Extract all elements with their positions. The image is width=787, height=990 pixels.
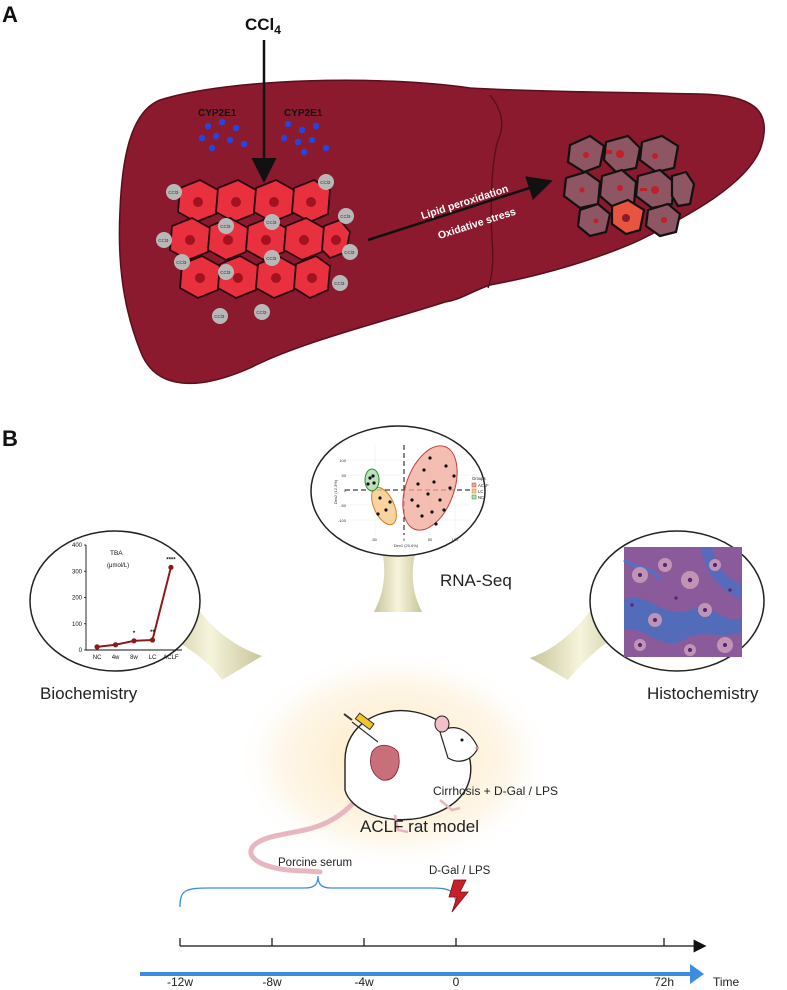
svg-text:CCl3·: CCl3· (256, 310, 268, 315)
rna-seq-label: RNA-Seq (440, 571, 512, 590)
svg-text:CCl3·: CCl3· (214, 314, 226, 319)
svg-text:CCl3·: CCl3· (220, 270, 232, 275)
ccl4-label: CCl4 (245, 15, 281, 37)
tick-minus-4w: -4w (354, 975, 374, 989)
pca-ylabel: Dim2 (12.3%) (333, 479, 338, 504)
svg-text:CCl3·: CCl3· (266, 256, 278, 261)
pca-xtick-3: 50 (428, 537, 433, 542)
pca-points (366, 456, 456, 526)
svg-text:CCl3·: CCl3· (158, 238, 170, 243)
pca-legend: Groups ACLF LC NC (471, 476, 489, 500)
tba-ytick-label: 400 (72, 543, 83, 549)
tba-point (149, 637, 156, 643)
svg-text:CCl3·: CCl3· (168, 190, 180, 195)
tba-xticks: NC 4w 8w LC ACLF (93, 655, 179, 661)
svg-text:CCl3·: CCl3· (176, 260, 188, 265)
tba-point (168, 564, 174, 570)
time-bar (140, 964, 704, 984)
dgal-lps-label: D-Gal / LPS (429, 865, 491, 877)
tba-unit: (μmol/L) (107, 563, 129, 569)
pca-legend-aclf: ACLF (478, 483, 489, 488)
treatment-label: Cirrhosis + D-Gal / LPS (433, 784, 558, 798)
svg-text:CCl3·: CCl3· (344, 250, 356, 255)
tba-xtick-label: LC (149, 655, 157, 661)
pca-legend-lc: LC (478, 489, 483, 494)
tba-point (112, 642, 119, 648)
pca-xtick-2: 0 (403, 537, 406, 542)
svg-text:CCl3·: CCl3· (266, 220, 278, 225)
time-axis-label: Time (713, 975, 740, 989)
timeline: Porcine serum D-Gal / LPS -12w -8w -4w 0… (140, 857, 740, 989)
tick-minus-8w: -8w (262, 975, 282, 989)
hepatocyte-cluster (169, 178, 351, 300)
svg-text:CCl3·: CCl3· (340, 214, 352, 219)
pca-ytick-5: -100 (338, 518, 347, 523)
pca-legend-title: Groups (472, 476, 486, 481)
panel-b-label: B (2, 426, 18, 451)
tba-xtick-label: 4w (112, 655, 120, 661)
pca-ytick-3: 0 (344, 488, 347, 493)
pca-ytick-4: -50 (340, 503, 347, 508)
porcine-serum-brace (179, 875, 457, 908)
tba-point (131, 638, 137, 644)
biochemistry-label: Biochemistry (40, 684, 138, 703)
pca-xlabel: Dim1 (20.6%) (394, 543, 419, 548)
cyp2e1-left-label: CYP2E1 (198, 108, 237, 119)
damaged-hepatocyte-cluster (562, 134, 696, 238)
pca-legend-nc: NC (478, 495, 484, 500)
svg-text:CCl3·: CCl3· (320, 180, 332, 185)
tba-significance: ** (150, 630, 155, 636)
histochemistry-label: Histochemistry (647, 684, 759, 703)
tba-ytick-label: 0 (79, 648, 83, 654)
tba-point (94, 644, 100, 650)
tba-significance: * (133, 631, 136, 637)
tba-ytick-label: 100 (72, 622, 83, 628)
tba-xtick-label: NC (93, 655, 102, 661)
pca-xtick-1: -50 (371, 537, 378, 542)
cyp2e1-enzyme-dots (198, 118, 330, 156)
pca-ytick-1: 100 (339, 458, 346, 463)
cyp2e1-right-label: CYP2E1 (284, 108, 323, 119)
rat-illustration (248, 710, 479, 875)
tba-xtick-label: 8w (130, 655, 138, 661)
histology-image (623, 547, 742, 657)
tick-zero: 0 (453, 975, 460, 989)
syringe-icon (343, 712, 379, 743)
svg-text:CCl3·: CCl3· (334, 281, 346, 286)
histochemistry-bubble (589, 530, 765, 672)
damage-arrow (367, 176, 553, 242)
ccl3-radicals: CCl3· CCl3· CCl3· CCl3· CCl3· CCl3· CCl3… (156, 174, 358, 324)
tba-significance: **** (166, 557, 176, 563)
tba-ytick-label: 200 (72, 596, 83, 602)
tba-title: TBA (110, 550, 123, 557)
tba-ytick-label: 300 (72, 569, 83, 575)
porcine-serum-label: Porcine serum (278, 857, 352, 869)
svg-text:CCl3·: CCl3· (220, 224, 232, 229)
panel-a-label: A (2, 2, 18, 27)
tick-minus-12w: -12w (167, 975, 193, 989)
rna-seq-bubble: 100 50 0 -50 -100 -50 0 50 100 Dim1 (20.… (310, 425, 489, 557)
tba-xtick-label: ACLF (163, 655, 179, 661)
tba-series: ******* (94, 557, 176, 650)
damaged-nuclei (579, 150, 667, 224)
model-label: ACLF rat model (360, 817, 479, 836)
tick-72h: 72h (654, 975, 674, 989)
pca-ytick-2: 50 (342, 473, 347, 478)
tba-yticks: 0 100 200 300 400 (72, 543, 86, 654)
pca-xtick-4: 100 (452, 537, 459, 542)
lightning-icon (448, 879, 469, 913)
pca-ellipse-nc (364, 468, 380, 492)
